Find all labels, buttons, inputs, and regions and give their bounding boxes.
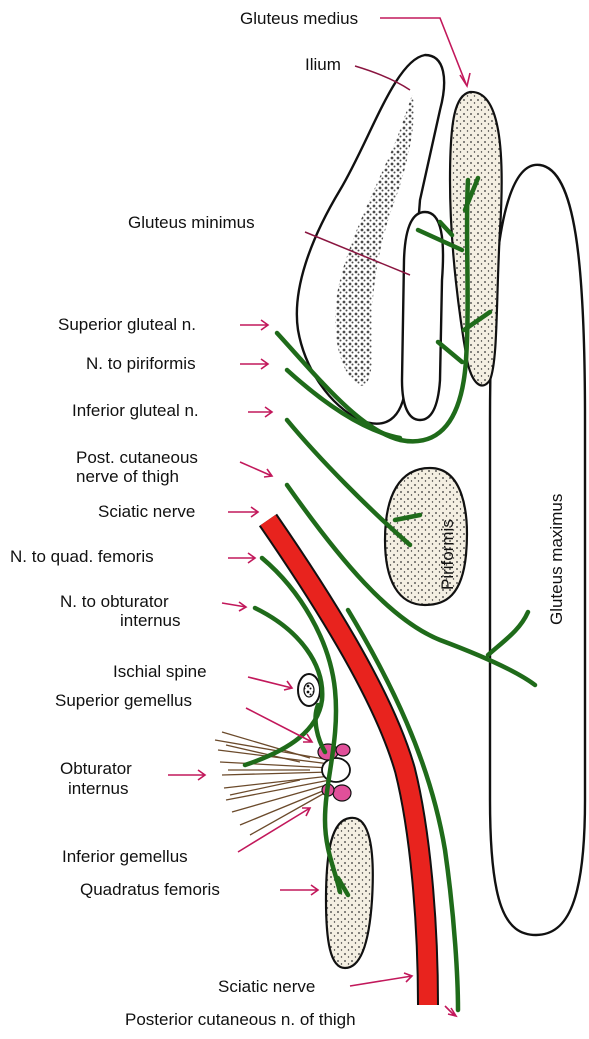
superior-gemellus-shape-2 [336,744,350,756]
arrow-inferior-gluteal [248,407,272,417]
label-superior-gemellus: Superior gemellus [55,691,192,710]
label-n-to-quad-femoris: N. to quad. femoris [10,547,154,566]
arrow-ischial-spine [248,677,292,690]
arrow-n-to-quad-femoris [228,553,255,563]
label-ischial-spine: Ischial spine [113,662,207,681]
label-inferior-gluteal-n: Inferior gluteal n. [72,401,199,420]
label-post-cutaneous-1: Post. cutaneous [76,448,198,467]
label-gluteus-minimus: Gluteus minimus [128,213,255,232]
ischial-spine-core [304,683,314,697]
label-n-to-piriformis: N. to piriformis [86,354,196,373]
label-sciatic-nerve-bottom: Sciatic nerve [218,977,315,996]
arrow-obturator-internus [168,770,205,780]
inferior-gemellus-shape [333,785,351,801]
arrow-n-to-piriformis [240,359,268,369]
obturator-tendon [322,758,350,782]
arrow-superior-gluteal [240,320,268,330]
label-inferior-gemellus: Inferior gemellus [62,847,188,866]
arrow-posterior-cutaneous-bottom [445,1006,456,1016]
label-n-to-obturator-1: N. to obturator [60,592,169,611]
arrow-inferior-gemellus [238,808,310,852]
obturator-internus-fibers [215,732,330,835]
label-obturator-internus-1: Obturator [60,759,132,778]
gluteus-maximus-shape [490,165,585,935]
gluteus-medius-shape [450,92,502,386]
arrow-quadratus-femoris [280,885,318,895]
label-superior-gluteal-n: Superior gluteal n. [58,315,196,334]
arrow-superior-gemellus [246,708,312,742]
arrow-sciatic-bottom [350,973,412,986]
arrow-post-cutaneous [240,462,272,477]
arrow-sciatic-top [228,507,258,517]
quadratus-femoris-shape [326,818,373,968]
label-piriformis: Piriformis [438,519,457,590]
label-post-cutaneous-2: nerve of thigh [76,467,179,486]
label-gluteus-medius: Gluteus medius [240,9,358,28]
label-sciatic-nerve-top: Sciatic nerve [98,502,195,521]
label-posterior-cutaneous-bottom: Posterior cutaneous n. of thigh [125,1010,356,1029]
label-gluteus-maximus: Gluteus maximus [547,494,566,625]
label-obturator-internus-2: internus [68,779,128,798]
arrow-n-to-obturator [222,602,246,611]
label-ilium: Ilium [305,55,341,74]
label-quadratus-femoris: Quadratus femoris [80,880,220,899]
gluteus-minimus-shape [402,212,443,420]
label-n-to-obturator-2: internus [120,611,180,630]
